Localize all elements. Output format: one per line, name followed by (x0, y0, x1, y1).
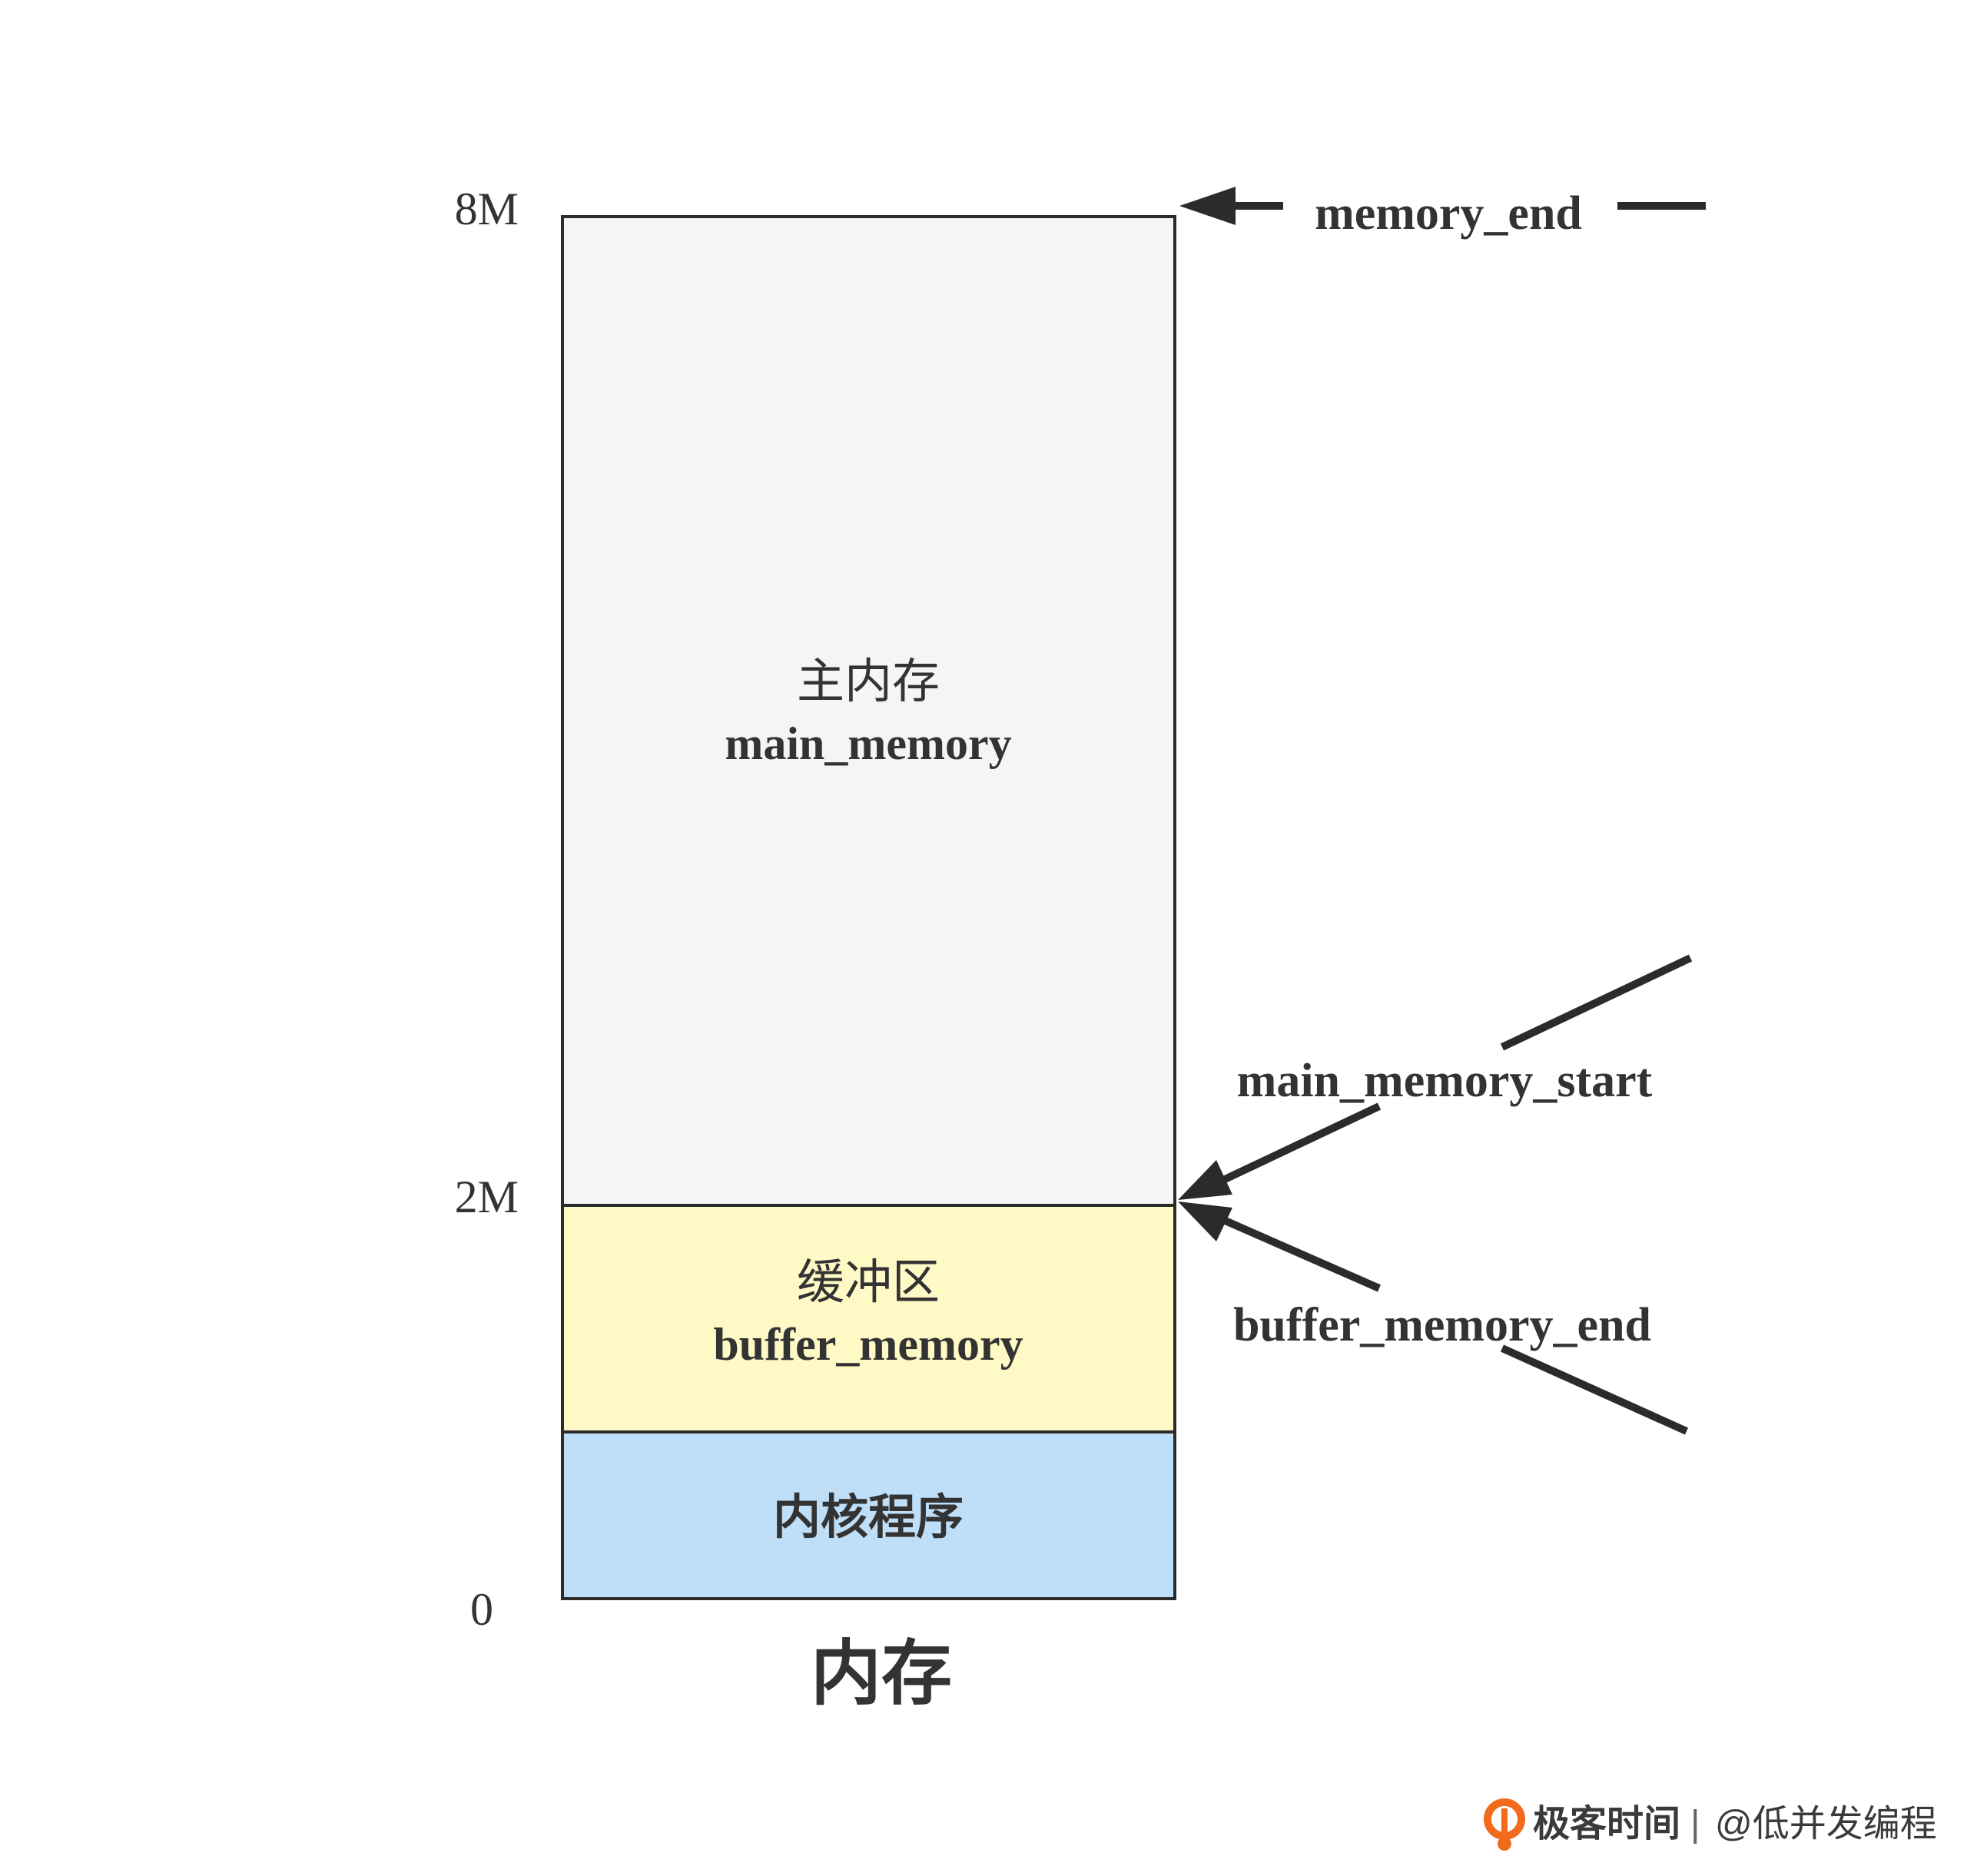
buffer-memory-label-en: buffer_memory (713, 1319, 1023, 1370)
buffer-memory-label-cn: 缓冲区 (797, 1257, 940, 1309)
memory-end-label: memory_end (1315, 187, 1582, 240)
main-memory-region (561, 215, 1176, 1207)
main-memory-start-arrowhead (1178, 1160, 1232, 1200)
kernel-program-region (561, 1430, 1176, 1600)
watermark-author: @低并发编程 (1715, 1804, 1937, 1845)
kernel-program-label: 内核程序 (773, 1491, 964, 1544)
watermark-brand: 极客时间 (1533, 1804, 1680, 1845)
buffer-memory-end-label: buffer_memory_end (1233, 1299, 1651, 1351)
geektime-logo-icon (1484, 1798, 1525, 1851)
watermark: 极客时间 | @低并发编程 (1484, 1798, 1937, 1851)
buffer-memory-end-pointer (1178, 1202, 1689, 1435)
main-memory-label-en: main_memory (725, 718, 1011, 769)
watermark-separator: | (1690, 1804, 1700, 1845)
memory-end-arrowhead (1179, 187, 1236, 225)
main-memory-label-cn: 主内存 (797, 656, 940, 708)
memory-end-pointer (1179, 187, 1706, 225)
address-label-2m: 2M (455, 1172, 519, 1222)
main-memory-start-label: main_memory_start (1237, 1055, 1653, 1107)
main-memory-start-pointer (1178, 954, 1693, 1200)
buffer-memory-region (561, 1204, 1176, 1434)
address-label-0: 0 (470, 1584, 493, 1635)
address-label-8m: 8M (455, 184, 519, 234)
buffer-memory-end-arrowhead (1178, 1202, 1232, 1241)
diagram-title: 内存 (811, 1635, 952, 1713)
